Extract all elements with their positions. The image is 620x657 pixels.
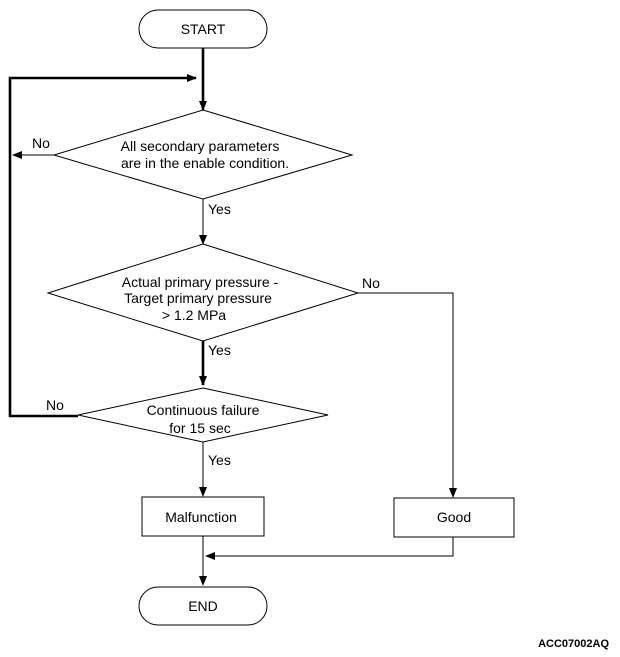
pressure-yes-label: Yes (208, 342, 231, 358)
connector-good-to-end (205, 537, 454, 560)
decision-primary-pressure-line3: > 1.2 MPa (162, 307, 226, 323)
decision-primary-pressure-line2: Target primary pressure (124, 290, 272, 306)
params-no-label: No (32, 135, 50, 151)
malfunction-box (141, 496, 265, 537)
decision-continuous-failure-line2: for 15 sec (169, 420, 230, 436)
decision-primary-pressure (46, 243, 360, 342)
end-terminal (138, 586, 268, 626)
decision-primary-pressure-line1: Actual primary pressure - (122, 274, 279, 290)
decision-secondary-parameters-line1: All secondary parameters (121, 138, 280, 154)
malfunction-label: Malfunction (165, 509, 237, 525)
end-label: END (188, 598, 218, 614)
params-yes-label: Yes (208, 201, 231, 217)
decision-secondary-parameters (52, 109, 354, 200)
pressure-no-label: No (362, 275, 380, 291)
start-terminal (138, 9, 268, 49)
decision-continuous-failure (77, 387, 329, 443)
figure-code: ACC07002AQ (538, 638, 609, 650)
decision-secondary-parameters-line2: are in the enable condition. (121, 155, 289, 171)
failure-no-label: No (46, 397, 64, 413)
connector-failure-no-loop (8, 74, 197, 418)
good-label: Good (437, 509, 471, 525)
decision-continuous-failure-line1: Continuous failure (147, 402, 260, 418)
good-box (393, 497, 515, 538)
start-label: START (181, 21, 226, 37)
failure-yes-label: Yes (208, 452, 231, 468)
connector-pressure-no (358, 292, 457, 498)
